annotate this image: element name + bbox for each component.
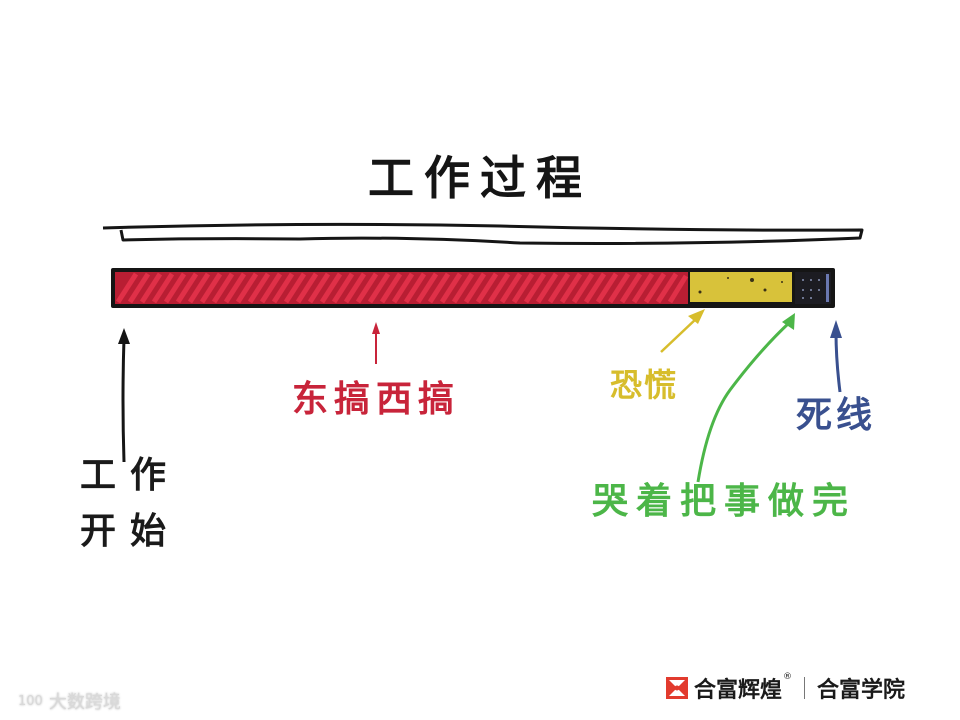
diagram-title: 工作过程 [368, 151, 592, 205]
brand-divider [804, 677, 806, 699]
dashu-logo-icon: 100 [18, 693, 43, 709]
label-panic: 恐慌 [610, 366, 679, 404]
arrow-work-start [118, 328, 130, 463]
watermark-left-text: 大数跨境 [48, 692, 121, 713]
deadline-dots [802, 279, 820, 299]
label-work-start: 工作 开始 [80, 448, 180, 560]
watermark-left: 100 大数跨境 [18, 688, 121, 714]
yellow-speckles [698, 277, 783, 294]
arrow-deadline [830, 320, 842, 393]
deadline-edge [826, 274, 829, 302]
arrow-crying [696, 313, 795, 483]
brand-watermark: 合富辉煌® 合富学院 [666, 672, 905, 704]
brand-sub: 合富学院 [817, 678, 906, 703]
label-deadline: 死线 [796, 395, 877, 436]
label-work-start-line2: 开始 [80, 511, 181, 552]
arrow-panic [660, 309, 705, 353]
label-crying: 哭着把事做完 [592, 481, 857, 522]
red-hatching [115, 272, 689, 304]
segment-panic [690, 272, 792, 302]
label-procrastination: 东搞西搞 [292, 379, 461, 420]
label-work-start-line1: 工作 [80, 455, 181, 496]
total-time-bracket [102, 222, 864, 245]
hefu-logo-icon [666, 677, 688, 699]
arrow-procrastination [372, 322, 380, 364]
segment-deadline [795, 272, 831, 304]
brand-name: 合富辉煌® [694, 672, 793, 703]
